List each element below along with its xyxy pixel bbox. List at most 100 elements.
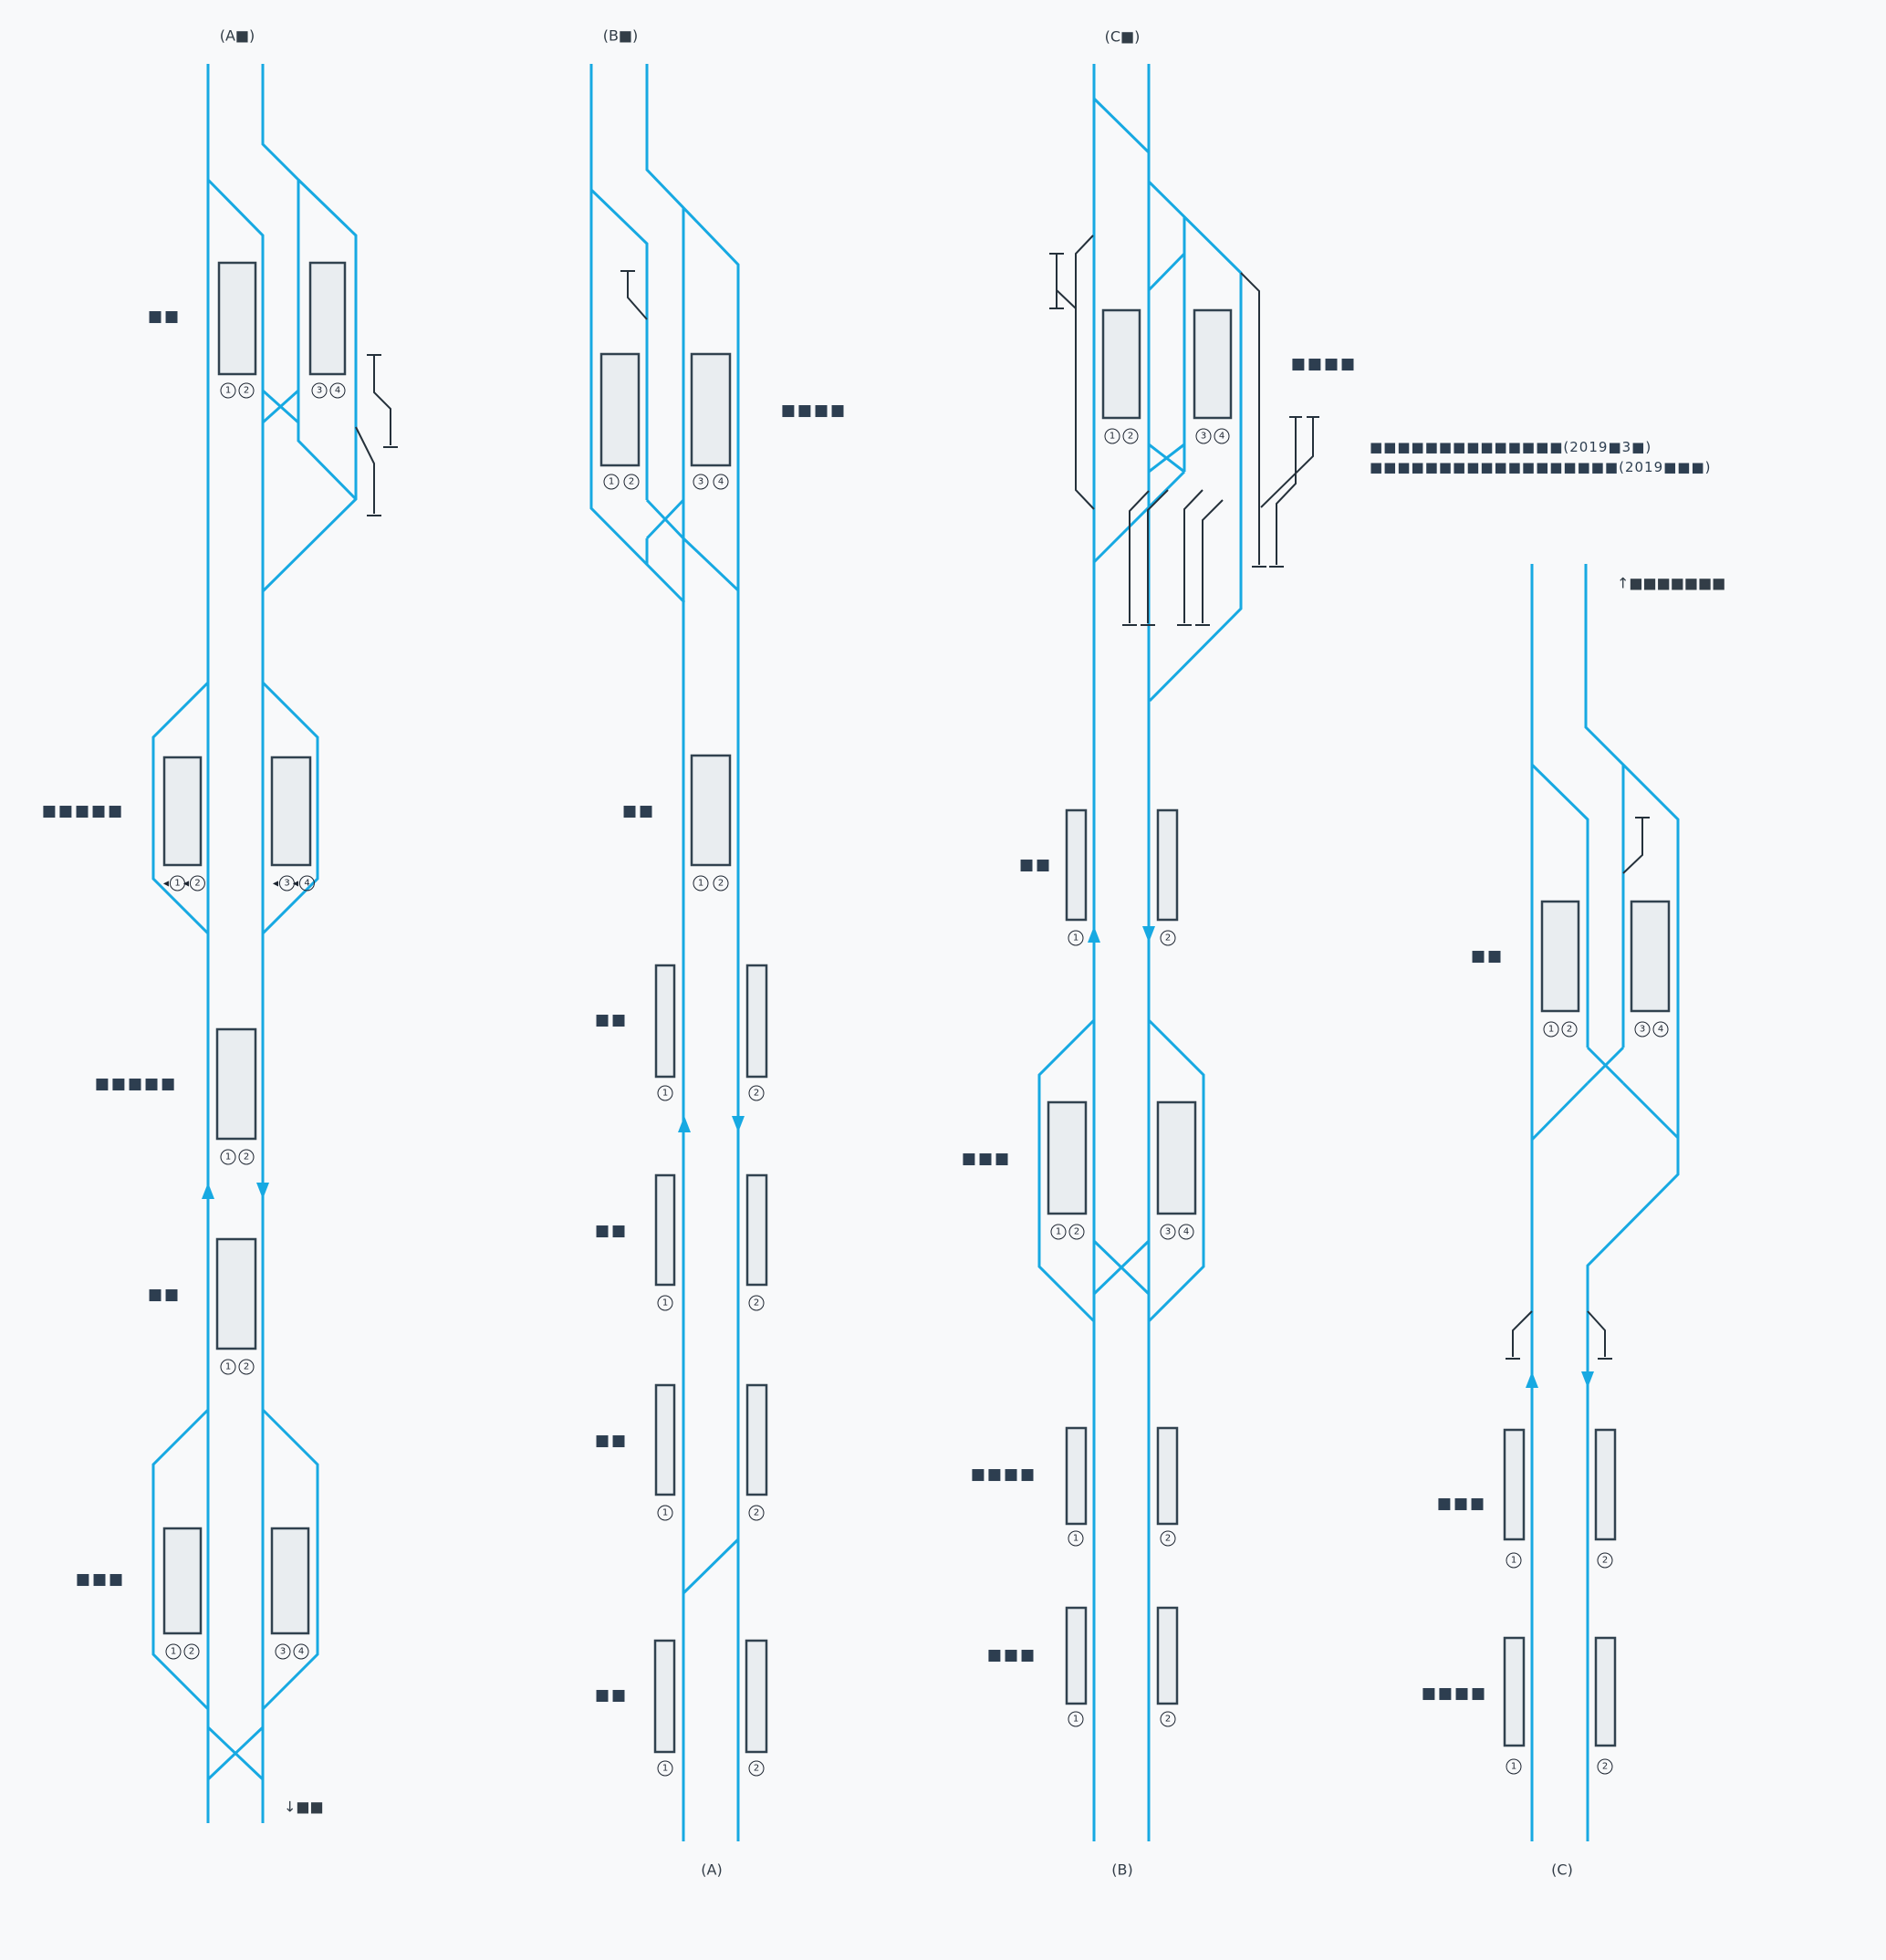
station-label-c2: ■■ [1018, 856, 1053, 874]
platform-number: 1 [657, 1505, 673, 1521]
platform [654, 964, 676, 1079]
platform [1156, 1426, 1179, 1526]
platform-number: 2 [238, 1359, 255, 1375]
siding-c-right-stub1 [1269, 416, 1302, 568]
platform-number: 1 [603, 474, 620, 490]
siding-c-mid-stub3 [1177, 489, 1203, 626]
platform [270, 1527, 310, 1635]
platform-number: 1 [693, 875, 709, 891]
platform-number: 1 [657, 1085, 673, 1101]
caption-col-c-top: (C■) [1104, 27, 1141, 46]
track-d-right-main [1584, 564, 1680, 1841]
platform-number: 4 [1214, 428, 1230, 444]
crossover-c-station1 [1148, 443, 1185, 474]
caption-col-d-bottom: (C) [1551, 1861, 1573, 1879]
caption-col-b-bottom: (A) [701, 1861, 723, 1879]
platform [162, 756, 203, 867]
up-arrow-icon [1088, 926, 1100, 943]
sidings [355, 235, 1650, 1360]
platform-number: 1 [1068, 930, 1084, 946]
platform-number: 2 [1160, 1530, 1176, 1547]
siding-d-catch-right [1587, 1310, 1612, 1360]
track-d-merge-left [1530, 1081, 1589, 1142]
platform [162, 1527, 203, 1635]
platforms [162, 261, 1671, 1754]
platform-number: 3 [693, 474, 709, 490]
platform-number: 1 [1506, 1552, 1522, 1569]
platform [690, 352, 732, 467]
loop-a5-left [151, 1408, 210, 1711]
station-label-d3: ■■■■ [1421, 1684, 1488, 1703]
platform [1101, 308, 1141, 420]
platform-number: 2 [183, 1643, 200, 1660]
platform-number: 2 [238, 382, 255, 399]
platform [653, 1639, 676, 1754]
track-b-merge-right [682, 537, 740, 592]
platform-number: 1 [657, 1295, 673, 1311]
down-arrow-icon [1581, 1371, 1594, 1388]
platform [215, 1237, 257, 1350]
platform [1503, 1636, 1526, 1747]
track-a-outer-loop [261, 178, 358, 593]
crossover-b-lower [682, 1538, 740, 1595]
platform [745, 1173, 768, 1287]
platform-number: 2 [748, 1760, 765, 1777]
platform-number: 2 [238, 1149, 255, 1165]
caption-col-a-bottom: ↓■■ [284, 1798, 324, 1816]
station-label-c1: ■■■■ [1290, 355, 1358, 373]
platform [1065, 1426, 1088, 1526]
track-c-merge-left [1092, 470, 1186, 564]
station-label-b5: ■■ [594, 1432, 629, 1450]
platform-number: 2 [1597, 1758, 1613, 1775]
platform [308, 261, 347, 376]
station-label-d2: ■■■ [1436, 1495, 1487, 1513]
siding-c-mid-stub4 [1195, 499, 1224, 626]
platform-number: 2 [1561, 1021, 1578, 1037]
station-label-a2: ■■■■■ [41, 802, 125, 820]
platform [215, 1027, 257, 1141]
station-label-c4: ■■■■ [970, 1465, 1037, 1484]
crossover-b-station1 [645, 498, 685, 540]
loop-c3-left [1037, 1018, 1096, 1323]
platform-number: 2 [748, 1085, 765, 1101]
caption-col-c-bottom: (B) [1111, 1861, 1133, 1879]
platform [1630, 900, 1671, 1013]
platform [1540, 900, 1580, 1013]
platform-number: 2 [1122, 428, 1139, 444]
crossover-a-bottom [206, 1725, 265, 1781]
siding-a-stub2 [355, 426, 381, 516]
platform-number: 2 [713, 875, 729, 891]
siding-c-left-loop [1075, 235, 1095, 510]
station-label-b4: ■■ [594, 1222, 629, 1240]
platform-number: 1 [220, 1359, 236, 1375]
platform [654, 1383, 676, 1496]
platform-number: 3 [311, 382, 328, 399]
up-arrow-icon [678, 1116, 691, 1132]
station-label-a4: ■■ [147, 1286, 182, 1304]
platform [599, 352, 641, 467]
station-label-a5: ■■■ [75, 1570, 126, 1589]
station-label-a3: ■■■■■ [94, 1075, 178, 1093]
station-label-a1: ■■ [147, 308, 182, 326]
platform [1047, 1100, 1088, 1215]
platform [745, 964, 768, 1079]
loop-c3-right [1147, 1018, 1205, 1323]
platform-number: 1 [1506, 1758, 1522, 1775]
track-b-left-upper [589, 64, 686, 604]
platform [1065, 808, 1088, 922]
platform [690, 754, 732, 867]
platform-number: 2 [1160, 930, 1176, 946]
title-line-2: ■■■■■■■■■■■■■■■■■■(2019■■■) [1370, 459, 1712, 475]
siding-c-mid-stub1 [1122, 490, 1150, 626]
caption-col-d-top: ↑■■■■■■■ [1617, 574, 1726, 592]
siding-d-catch-left [1506, 1310, 1533, 1360]
platform-number: 4 [713, 474, 729, 490]
station-label-c5: ■■■ [986, 1646, 1037, 1664]
platform [217, 261, 257, 376]
platform [1156, 808, 1179, 922]
platform-number: ◀4 [293, 875, 316, 891]
platform [1503, 1428, 1526, 1541]
platform-number: 2 [748, 1295, 765, 1311]
siding-b-stub [620, 270, 648, 320]
